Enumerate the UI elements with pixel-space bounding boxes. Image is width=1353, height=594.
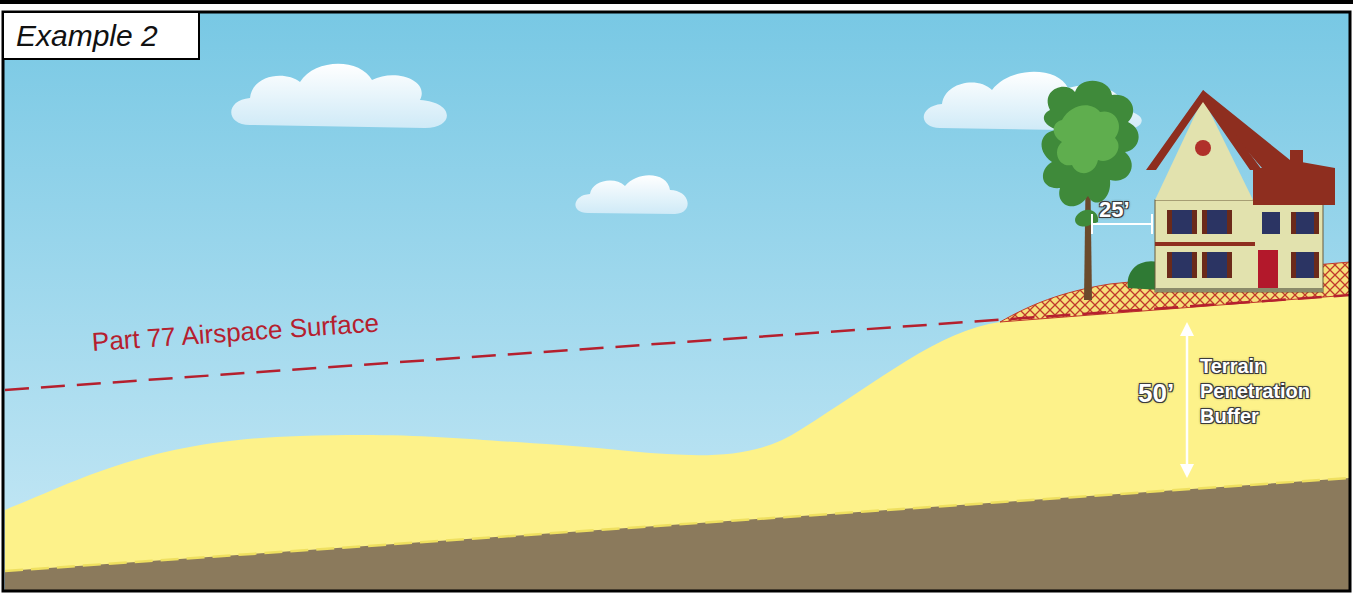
clouds bbox=[231, 64, 1142, 214]
sky bbox=[3, 12, 1350, 591]
buffer-floor-line bbox=[5, 478, 1350, 571]
dimension-label: 25’ bbox=[1099, 196, 1130, 224]
frame bbox=[3, 12, 1350, 591]
house bbox=[1146, 90, 1335, 292]
tree bbox=[1042, 81, 1139, 300]
airspace-surface-line bbox=[5, 295, 1350, 390]
dimension-label: 50’ bbox=[1138, 377, 1174, 410]
buffer-label: Terrain Penetration Buffer bbox=[1200, 354, 1350, 429]
terrain-hill bbox=[5, 262, 1350, 591]
dimension-50-arrow bbox=[1180, 322, 1194, 478]
top-rule bbox=[0, 0, 1353, 4]
example-label: Example 2 bbox=[16, 19, 186, 52]
example-label-box: Example 2 bbox=[4, 13, 200, 60]
ground-base bbox=[5, 478, 1350, 591]
